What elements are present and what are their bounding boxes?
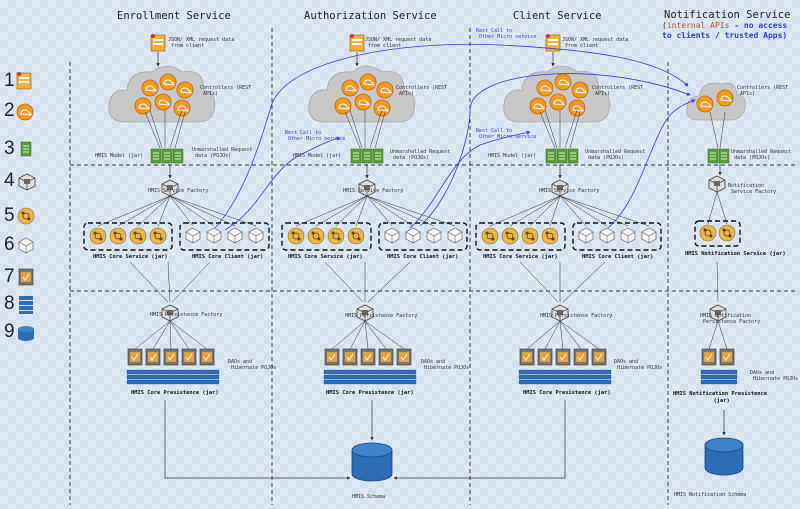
rest-call-label: Rest Call to Other Micro service bbox=[476, 128, 537, 140]
schema-label: HMIS Schema bbox=[352, 494, 386, 500]
legend-number-3: 3 bbox=[4, 138, 15, 159]
core-client-icons bbox=[185, 227, 657, 244]
controllers-cloud-notification bbox=[686, 82, 746, 121]
column-header-notification: Notification Service bbox=[664, 9, 791, 21]
core-service-label: HMIS Core Service (jar) bbox=[288, 254, 363, 260]
model-label: HMIS Model (jar) bbox=[488, 153, 537, 159]
column-header-enrollment: Enrollment Service bbox=[117, 10, 231, 22]
controllers-cloud-enrollment bbox=[108, 65, 216, 123]
notif-schema-label: HMIS Notification Schema bbox=[674, 492, 747, 498]
core-service-label: HMIS Core Service (jar) bbox=[93, 254, 168, 260]
unmarshalled-label: Unmarshalled Request data (POJOs) bbox=[585, 149, 646, 161]
notification-schema-db bbox=[704, 437, 744, 476]
daos-label: DAOs and Hibernate POJOs bbox=[421, 359, 470, 371]
rest-call-label: Rest Call to Other Micro service bbox=[476, 28, 537, 40]
daos-label: DAOs and Hibernate POJOs bbox=[750, 370, 799, 382]
core-client-label: HMIS Core Client (jar) bbox=[387, 254, 459, 260]
request-note: JSON/ XML request data from client bbox=[562, 37, 629, 49]
access-clients: to clients / trusted Apps) bbox=[662, 31, 788, 40]
legend-number-9: 9 bbox=[4, 321, 15, 342]
notification-factory-icon bbox=[708, 175, 726, 193]
request-note: JSON/ XML request data from client bbox=[168, 37, 235, 49]
persistence-factory-label: HMIS Persistence Factory bbox=[540, 313, 613, 319]
legend-number-8: 8 bbox=[4, 293, 15, 314]
daos-label: DAOs and Hibernate POJOs bbox=[228, 359, 277, 371]
legend-number-5: 5 bbox=[4, 205, 15, 226]
persistence-factory-label: HMIS Persistence Factory bbox=[345, 313, 418, 319]
pojo-strips bbox=[126, 369, 738, 385]
notif-persistence-factory-label: HMIS Notification Persistence Factory bbox=[700, 313, 761, 325]
unmarshalled-label: Unmarshalled Request data (POJOs) bbox=[731, 149, 792, 161]
access-open-paren: ( bbox=[662, 21, 667, 30]
core-persistence-label: HMIS Core Presistence (jar) bbox=[523, 390, 611, 396]
core-client-label: HMIS Core Client (jar) bbox=[582, 254, 654, 260]
column-header-authorization: Authorization Service bbox=[304, 10, 437, 22]
core-client-label: HMIS Core Client (jar) bbox=[192, 254, 264, 260]
legend-icons bbox=[16, 71, 36, 341]
service-factory-label: HMIS Service Factory bbox=[148, 188, 209, 194]
notification-factory-label: Notification Service Factory bbox=[728, 183, 777, 195]
core-persistence-label: HMIS Core Presistence (jar) bbox=[326, 390, 414, 396]
controllers-cloud-client bbox=[503, 65, 611, 123]
column-header-client: Client Service bbox=[513, 10, 602, 22]
notification-service-label: HMIS Notification Service (jar) bbox=[685, 251, 786, 257]
controllers-label: Controllers (REST APIs) bbox=[200, 85, 252, 97]
service-factory-label: HMIS Service Factory bbox=[343, 188, 404, 194]
notification-access-note: (internal APIs - no access to clients / … bbox=[662, 21, 787, 41]
core-persistence-label: HMIS Core Presistence (jar) bbox=[131, 390, 219, 396]
request-note: JSON/ XML request data from client bbox=[365, 37, 432, 49]
controllers-cloud-authorization bbox=[308, 65, 416, 123]
rest-call-arrows bbox=[214, 43, 696, 231]
request-doc-icon bbox=[349, 33, 365, 52]
controllers-label: Controllers (REST APIs) bbox=[396, 85, 448, 97]
model-label: HMIS Model (jar) bbox=[293, 153, 342, 159]
model-label: HMIS Model (jar) bbox=[95, 153, 144, 159]
access-internal-apis: internal APIs bbox=[666, 21, 730, 30]
legend-number-6: 6 bbox=[4, 234, 15, 255]
unmarshalled-label: Unmarshalled Request data (POJOs) bbox=[192, 147, 253, 159]
controllers-label: Controllers (REST APIs) bbox=[592, 85, 644, 97]
legend-number-7: 7 bbox=[4, 266, 15, 287]
legend-number-4: 4 bbox=[4, 170, 15, 191]
legend-number-1: 1 bbox=[4, 70, 15, 91]
access-no-access: - no access bbox=[729, 21, 788, 30]
hmis-schema-db bbox=[351, 442, 393, 482]
rest-call-label: Rest Call to Other Micro service bbox=[285, 130, 346, 142]
persistence-factory-label: HMIS Persistence Factory bbox=[150, 312, 223, 318]
daos-label: DAOs and Hibernate POJOs bbox=[614, 359, 663, 371]
legend-number-2: 2 bbox=[4, 100, 15, 121]
service-factory-label: HMIS Service Factory bbox=[539, 188, 600, 194]
request-doc-icon bbox=[150, 33, 166, 52]
notif-persistence-label: HMIS Notification Presistence (jar) bbox=[673, 391, 768, 404]
unmarshalled-label: Unmarshalled Request data (POJOs) bbox=[390, 149, 451, 161]
controllers-label: Controllers (REST APIs) bbox=[737, 85, 789, 97]
core-service-label: HMIS Core Service (jar) bbox=[483, 254, 558, 260]
